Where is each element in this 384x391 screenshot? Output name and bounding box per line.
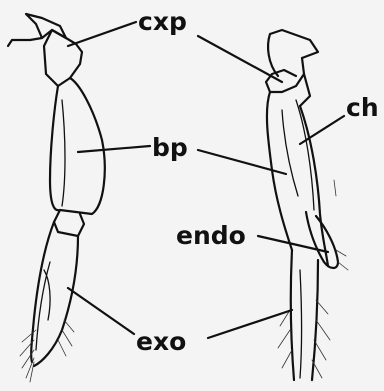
left-top-fragment bbox=[8, 14, 66, 46]
left-basipodite bbox=[50, 78, 105, 214]
right-exopodite-inner bbox=[300, 270, 302, 378]
label-endo: endo bbox=[176, 221, 246, 250]
right-endopodite bbox=[306, 212, 338, 268]
label-exo: exo bbox=[136, 327, 186, 356]
right-exopodite bbox=[291, 250, 318, 380]
leader-cxp-left bbox=[68, 22, 136, 46]
right-setae bbox=[278, 180, 348, 378]
right-appendage bbox=[266, 30, 348, 380]
leader-exo-left bbox=[68, 288, 134, 334]
left-coxopodite bbox=[44, 30, 82, 86]
left-setae bbox=[20, 320, 74, 382]
leader-bp-left bbox=[78, 146, 150, 152]
left-appendage bbox=[8, 14, 105, 382]
left-exopodite-inner bbox=[36, 262, 50, 350]
leader-bp-right bbox=[198, 150, 286, 174]
left-joint bbox=[54, 210, 84, 236]
label-bp: bp bbox=[152, 133, 188, 162]
right-chela-inner bbox=[282, 100, 314, 210]
leader-exo-right bbox=[208, 310, 292, 338]
label-cxp: cxp bbox=[138, 7, 187, 36]
right-top-hook bbox=[268, 30, 318, 76]
left-basipodite-inner bbox=[62, 100, 65, 206]
label-ch: ch bbox=[346, 93, 379, 122]
